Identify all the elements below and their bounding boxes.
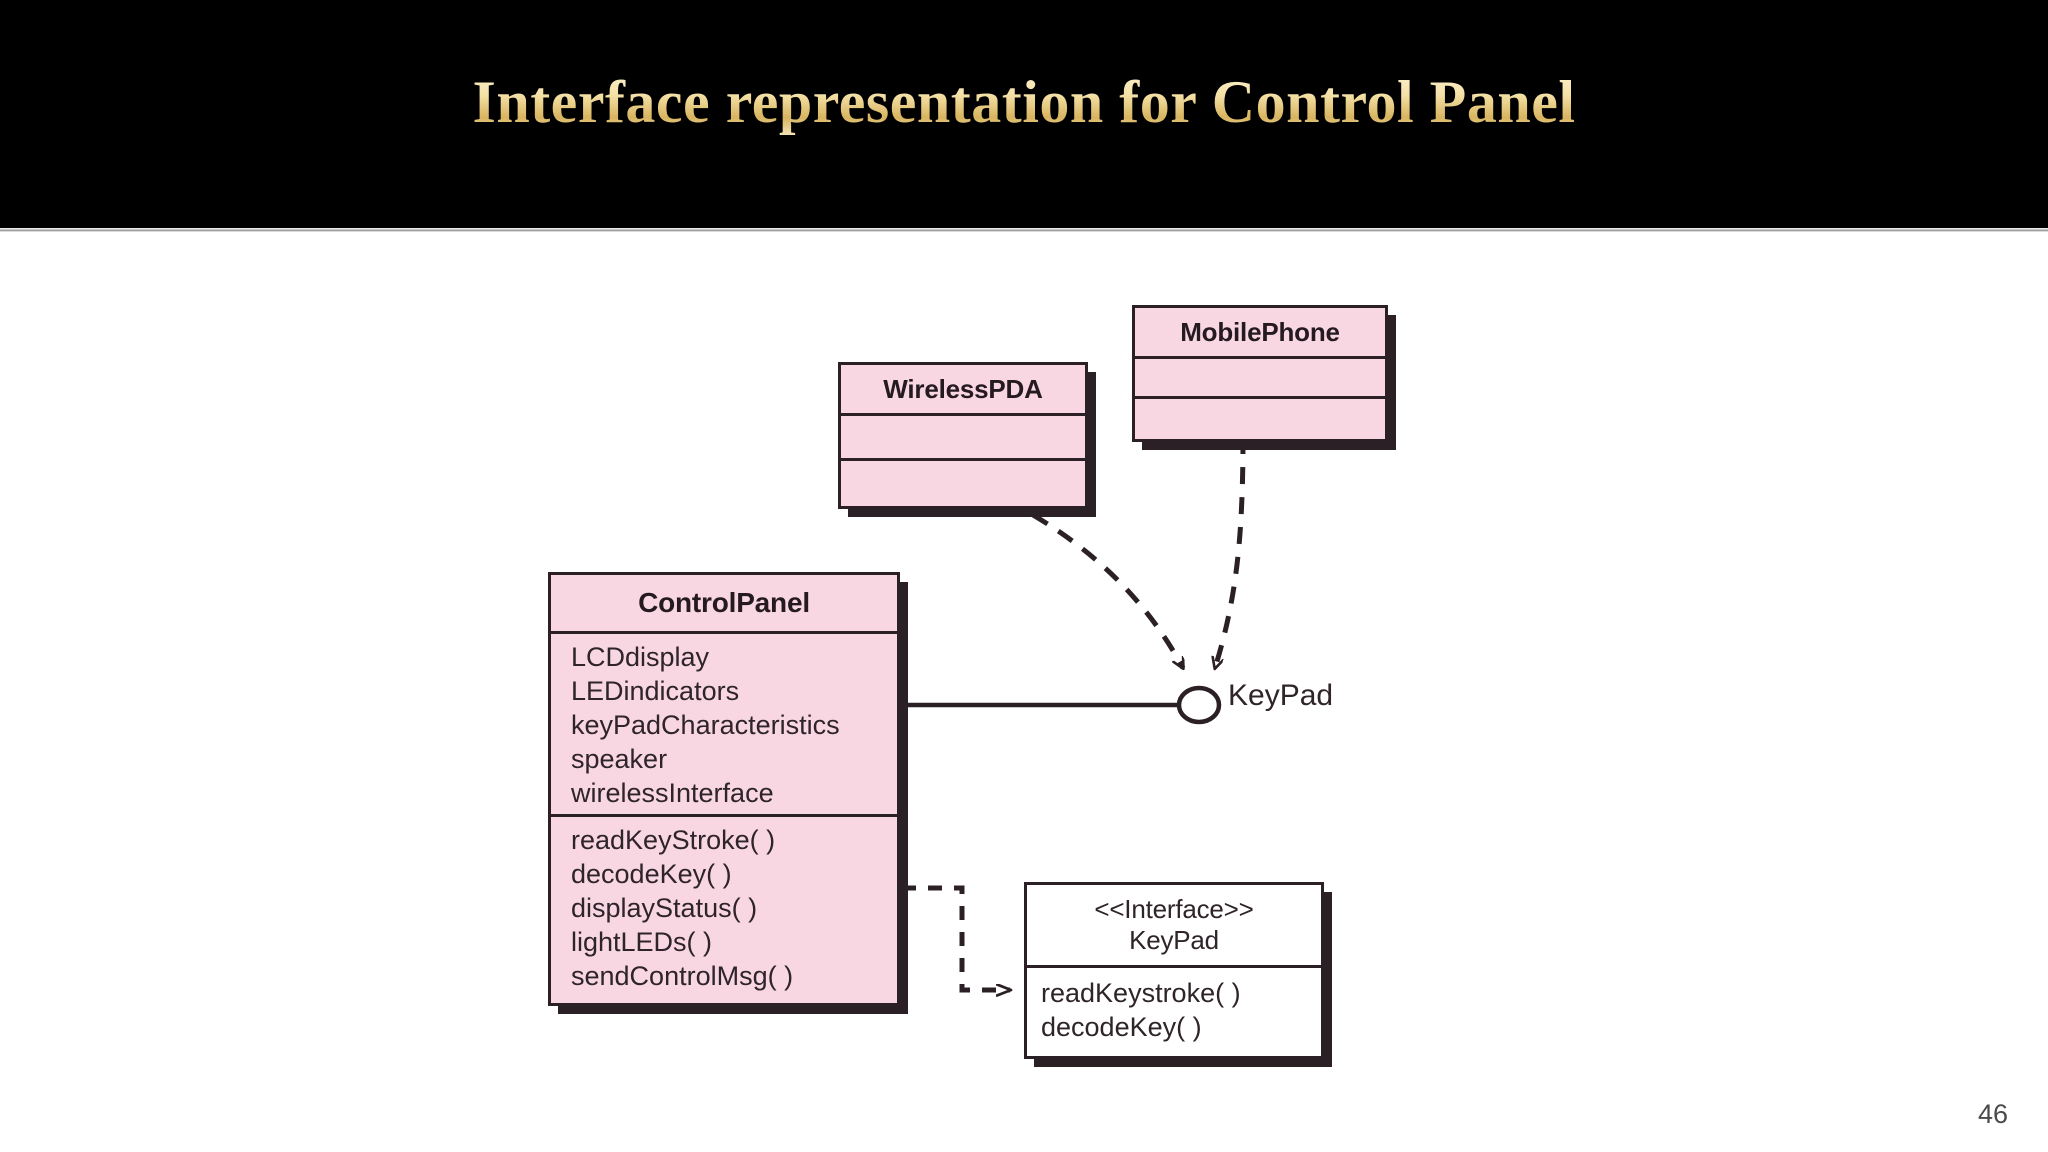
class-name-mobilephone: MobilePhone bbox=[1180, 317, 1340, 347]
operation-item: readKeyStroke( ) bbox=[571, 825, 776, 855]
connector-mobilephone-to-lollipop bbox=[1215, 436, 1246, 668]
operation-item: sendControlMsg( ) bbox=[571, 961, 794, 991]
compartment-divider bbox=[1027, 965, 1321, 968]
interface-name: KeyPad bbox=[1129, 925, 1219, 955]
class-box-wirelesspda[interactable]: WirelessPDA bbox=[838, 362, 1088, 509]
attribute-item: keyPadCharacteristics bbox=[571, 710, 840, 740]
connector-wirelesspda-to-lollipop bbox=[978, 484, 1186, 668]
class-box-mobilephone[interactable]: MobilePhone bbox=[1132, 305, 1388, 442]
operation-item: decodeKey( ) bbox=[1041, 1012, 1202, 1042]
interface-operations-compartment: readKeystroke( ) decodeKey( ) bbox=[1027, 968, 1321, 1056]
attribute-item: LCDdisplay bbox=[571, 642, 710, 672]
operations-compartment: readKeyStroke( ) decodeKey( ) displaySta… bbox=[551, 817, 897, 1003]
operation-item: displayStatus( ) bbox=[571, 893, 758, 923]
compartment-divider bbox=[841, 413, 1085, 416]
class-box-controlpanel[interactable]: ControlPanel LCDdisplay LEDindicators ke… bbox=[548, 572, 900, 1006]
operation-item: lightLEDs( ) bbox=[571, 927, 713, 957]
operations-compartment-empty bbox=[1135, 399, 1385, 439]
attribute-item: LEDindicators bbox=[571, 676, 740, 706]
title-divider bbox=[0, 228, 2048, 232]
attribute-item: wirelessInterface bbox=[571, 778, 774, 808]
attributes-compartment-empty bbox=[1135, 359, 1385, 396]
operation-item: decodeKey( ) bbox=[571, 859, 732, 889]
compartment-divider bbox=[551, 631, 897, 634]
compartment-divider bbox=[841, 458, 1085, 461]
attributes-compartment-empty bbox=[841, 416, 1085, 458]
operations-compartment-empty bbox=[841, 461, 1085, 506]
operation-item: readKeystroke( ) bbox=[1041, 978, 1241, 1008]
attribute-item: speaker bbox=[571, 744, 668, 774]
interface-header: <<Interface>> KeyPad bbox=[1027, 885, 1321, 965]
class-name-wirelesspda: WirelessPDA bbox=[883, 374, 1043, 404]
interface-stereotype: <<Interface>> bbox=[1094, 894, 1254, 924]
lollipop-circle bbox=[1176, 685, 1222, 725]
title-band bbox=[0, 0, 2048, 228]
interface-box-keypad[interactable]: <<Interface>> KeyPad readKeystroke( ) de… bbox=[1024, 882, 1324, 1059]
page-number: 46 bbox=[1977, 1099, 2008, 1129]
page-title: Interface representation for Control Pan… bbox=[0, 68, 2048, 137]
class-name-controlpanel: ControlPanel bbox=[638, 587, 810, 618]
connector-controlpanel-to-keypad-interface bbox=[902, 885, 1010, 990]
compartment-divider bbox=[1135, 356, 1385, 359]
compartment-divider bbox=[1135, 396, 1385, 399]
attributes-compartment: LCDdisplay LEDindicators keyPadCharacter… bbox=[551, 634, 897, 814]
lollipop-label-keypad: KeyPad bbox=[1228, 679, 1334, 712]
compartment-divider bbox=[551, 814, 897, 817]
